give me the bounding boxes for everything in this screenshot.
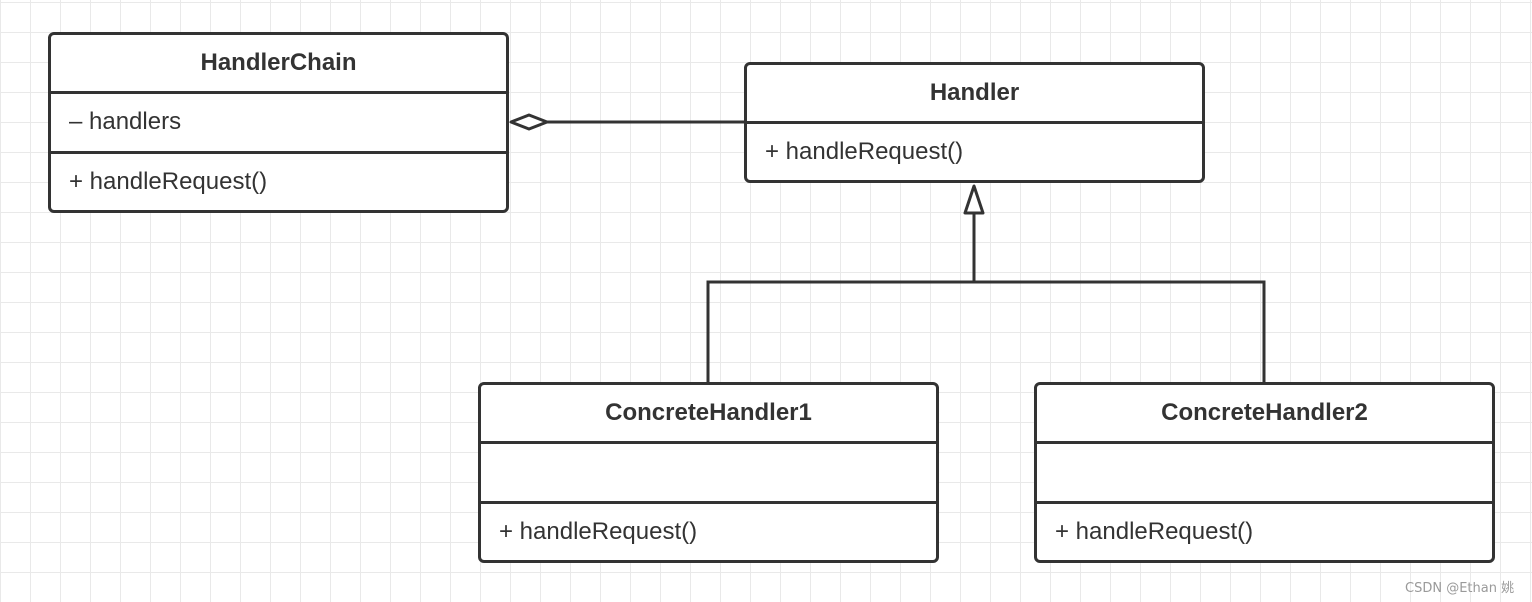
class-box-concrete-handler-1: ConcreteHandler1 + handleRequest() [478, 382, 939, 563]
class-method: + handleRequest() [747, 121, 1202, 180]
generalization-branch-line [706, 280, 1266, 382]
class-attributes-empty [1037, 441, 1492, 500]
class-method: + handleRequest() [51, 150, 506, 210]
generalization-triangle-icon [963, 184, 985, 215]
class-box-concrete-handler-2: ConcreteHandler2 + handleRequest() [1034, 382, 1495, 563]
class-attributes-empty [481, 441, 936, 500]
watermark-text: CSDN @Ethan 姚 [1405, 581, 1515, 596]
class-name: HandlerChain [200, 49, 357, 77]
class-box-handler: Handler + handleRequest() [744, 62, 1205, 183]
aggregation-diamond-icon [509, 113, 549, 131]
class-method: + handleRequest() [1037, 500, 1492, 560]
class-name: ConcreteHandler2 [1161, 399, 1368, 427]
class-attribute: – handlers [51, 91, 506, 150]
class-method: + handleRequest() [481, 500, 936, 560]
class-box-handler-chain: HandlerChain – handlers + handleRequest(… [48, 32, 509, 213]
class-name: ConcreteHandler1 [605, 399, 812, 427]
class-name: Handler [929, 79, 1020, 106]
